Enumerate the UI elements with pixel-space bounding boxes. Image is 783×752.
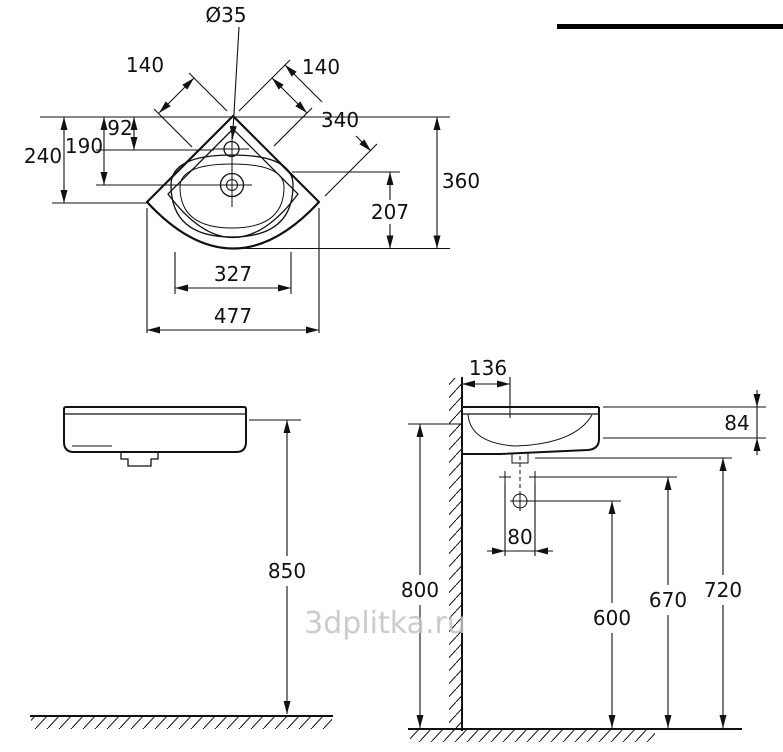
floor-hatch-left (31, 717, 332, 729)
floor-hatch-right (410, 730, 655, 742)
front-drain-trap (120, 452, 159, 467)
ext-line (273, 107, 313, 147)
top-border-line (557, 24, 783, 29)
dim-label-207: 207 (371, 200, 409, 224)
dim-label-240: 240 (24, 144, 62, 168)
plan-dimension-lines (60, 26, 441, 334)
plan-basin-inner (179, 163, 285, 229)
leader-line-faucet (229, 26, 240, 140)
fixing-hole-left-cross (499, 471, 511, 483)
dim-line-340b (355, 135, 372, 152)
dim-label-800: 800 (401, 578, 439, 602)
ext-line (324, 143, 378, 197)
fixing-hole-right-cross (529, 471, 541, 483)
front-sink-outline (63, 406, 247, 453)
dim-label-136: 136 (469, 356, 507, 380)
plan-view: Ø35 140 140 92 190 240 340 360 207 327 4… (24, 3, 480, 334)
dim-label-140-right: 140 (302, 55, 340, 79)
dim-line-140-left (158, 77, 195, 114)
dim-label-190: 190 (65, 134, 103, 158)
plan-sink-rim (167, 128, 299, 239)
plan-basin-outer (170, 154, 294, 238)
wall-hatch (449, 378, 462, 731)
dim-label-140-left: 140 (126, 53, 164, 77)
ext-line (153, 108, 193, 148)
dim-label-720: 720 (704, 578, 742, 602)
dim-label-850: 850 (268, 559, 306, 583)
watermark: 3dplitka.ru (304, 606, 466, 641)
ext-line (188, 72, 228, 112)
front-view: 850 (30, 406, 333, 729)
dim-label-670: 670 (649, 588, 687, 612)
dim-label-600: 600 (593, 606, 631, 630)
dim-line-340a (284, 64, 323, 103)
dim-label-477: 477 (214, 304, 252, 328)
plan-sink-outline (145, 114, 321, 250)
drain-target-symbol (510, 491, 530, 511)
dim-label-327: 327 (214, 262, 252, 286)
ext-line (238, 59, 291, 112)
plan-extension-lines (40, 59, 450, 333)
dim-label-84: 84 (724, 411, 749, 435)
dim-label-faucet-diameter: Ø35 (205, 3, 246, 27)
dim-label-340: 340 (321, 108, 359, 132)
dim-label-360: 360 (442, 169, 480, 193)
side-view: 136 84 80 800 600 670 720 (401, 356, 766, 742)
side-sink-bowl (467, 413, 593, 447)
dim-line-140-right (271, 77, 308, 114)
side-sink-body (462, 407, 600, 455)
dim-label-80: 80 (507, 525, 532, 549)
dim-label-92: 92 (107, 116, 132, 140)
